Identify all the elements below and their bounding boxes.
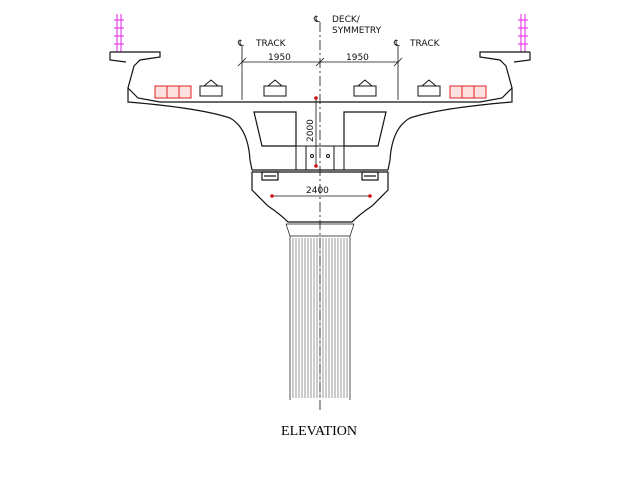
deck-label-line1: DECK/ — [332, 15, 361, 25]
drawing-caption: ELEVATION — [281, 424, 357, 439]
left-track-label: TRACK — [255, 39, 287, 49]
depth-dimension-label: 2000 — [306, 119, 316, 142]
right-track-centerline-symbol: ℄ — [393, 39, 400, 49]
right-bearing-box — [449, 85, 487, 99]
track-dimension-line — [237, 57, 403, 67]
deck-label-line2: SYMMETRY — [332, 26, 382, 36]
right-dimension-label: 1950 — [346, 53, 369, 63]
bearing-dimension-label: 2400 — [306, 186, 329, 196]
pier-column — [285, 223, 355, 400]
bridge-pier-elevation-drawing: ℄ DECK/ SYMMETRY ℄ TRACK ℄ TRACK 1950 19… — [109, 14, 531, 410]
left-track-centerline-symbol: ℄ — [237, 39, 244, 49]
depth-dimension-line — [314, 96, 318, 168]
left-dimension-label: 1950 — [268, 53, 291, 63]
right-track-label: TRACK — [409, 39, 441, 49]
pier-column-hatching — [292, 238, 348, 398]
track-centerlines — [241, 46, 399, 100]
right-railing — [518, 14, 528, 52]
track-rails — [199, 79, 441, 97]
left-railing — [114, 14, 124, 52]
deck-centerline-symbol: ℄ — [313, 15, 320, 25]
bearing-dimension-line — [270, 194, 372, 198]
pier-head — [251, 171, 389, 223]
pier-stub — [295, 145, 345, 171]
left-bearing-box — [154, 85, 192, 99]
